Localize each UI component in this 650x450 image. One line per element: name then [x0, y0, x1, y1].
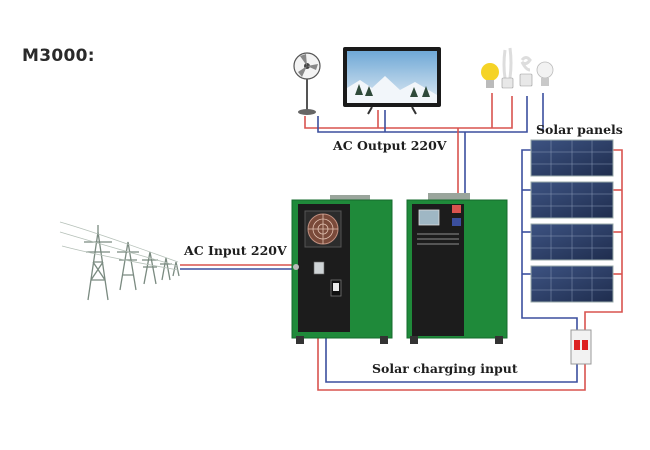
ac-output-wire-red — [304, 96, 513, 129]
battery-cabinet — [406, 193, 508, 344]
cfl-icon — [519, 56, 533, 87]
cfl-icon — [501, 47, 514, 89]
bulb-icon — [481, 63, 499, 88]
solar-panel — [530, 265, 614, 303]
charge-wire-red — [317, 290, 586, 391]
ac-output-wire-blue — [317, 96, 528, 133]
bulb-icon — [536, 61, 554, 86]
breaker-icon — [570, 329, 592, 365]
fan-icon — [293, 52, 321, 115]
panel-string-blue — [521, 149, 578, 330]
transmission-tower-icon — [59, 221, 180, 301]
solar-charging-label: Solar charging input — [372, 361, 518, 376]
tv-icon — [343, 47, 441, 115]
model-title: M3000: — [22, 46, 95, 66]
ac-output-label: AC Output 220V — [333, 138, 447, 153]
solar-panel — [530, 223, 614, 261]
solar-panels-label: Solar panels — [536, 122, 623, 137]
inverter-cabinet — [291, 195, 393, 344]
solar-panel — [530, 181, 614, 219]
ac-input-label: AC Input 220V — [184, 243, 287, 258]
solar-panel — [530, 139, 614, 177]
panel-string-red — [584, 149, 623, 330]
